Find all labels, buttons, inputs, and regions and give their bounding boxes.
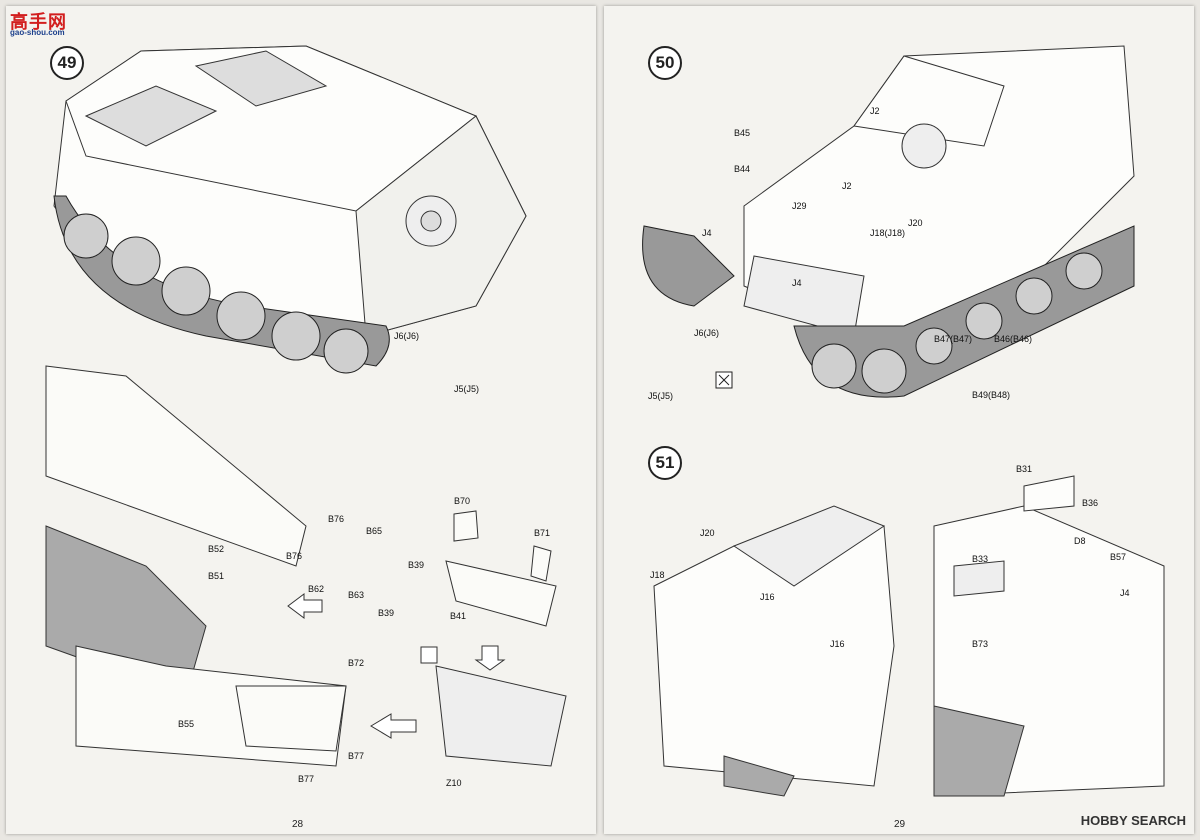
part-label: J18(J18) xyxy=(870,228,906,238)
part-label: B65 xyxy=(366,526,383,536)
part-label: B51 xyxy=(208,571,225,581)
step-49-number: 49 xyxy=(50,46,84,80)
part-label: B72 xyxy=(348,658,365,668)
step49-drawing xyxy=(45,45,567,767)
step-50-number: 50 xyxy=(648,46,682,80)
part-label: B71 xyxy=(534,528,551,538)
part-label: B52 xyxy=(208,544,225,554)
part-label: B46(B46) xyxy=(994,334,1033,344)
part-label: B36 xyxy=(1082,498,1099,508)
part-label: B49(B48) xyxy=(972,390,1011,400)
watermark-logo: 高手网 gao-shou.com xyxy=(6,6,126,40)
watermark-site-url: gao-shou.com xyxy=(10,28,65,37)
part-label: B45 xyxy=(734,128,751,138)
part-label: B47(B47) xyxy=(934,334,973,344)
part-label: J20 xyxy=(700,528,715,538)
part-label: J16 xyxy=(830,639,845,649)
part-label: B77 xyxy=(298,774,315,784)
part-label: B57 xyxy=(1110,552,1127,562)
part-label: B76 xyxy=(328,514,345,524)
instruction-page-left: 高手网 gao-shou.com xyxy=(6,6,596,834)
hobby-search-watermark: HOBBY SEARCH xyxy=(1080,813,1186,828)
part-label: B73 xyxy=(972,639,989,649)
part-label: B70 xyxy=(454,496,471,506)
part-label: Z10 xyxy=(446,778,462,788)
part-label: J16 xyxy=(760,592,775,602)
part-label: J4 xyxy=(702,228,712,238)
part-label: J6(J6) xyxy=(694,328,720,338)
part-label: J6(J6) xyxy=(394,331,420,341)
part-label: B55 xyxy=(178,719,195,729)
part-label: B77 xyxy=(348,751,365,761)
part-label: B62 xyxy=(308,584,325,594)
step50-51-drawing xyxy=(642,45,1165,797)
part-label: B39 xyxy=(408,560,425,570)
part-label: B39 xyxy=(378,608,395,618)
part-label: J4 xyxy=(1120,588,1130,598)
part-label: B76 xyxy=(286,551,303,561)
part-label: B44 xyxy=(734,164,751,174)
part-label: B31 xyxy=(1016,464,1033,474)
step-51-number: 51 xyxy=(648,446,682,480)
part-label: J2 xyxy=(870,106,880,116)
part-label: B33 xyxy=(972,554,989,564)
page-number: 28 xyxy=(292,819,304,830)
part-label: J4 xyxy=(792,278,802,288)
part-label: J20 xyxy=(908,218,923,228)
part-label: J29 xyxy=(792,201,807,211)
part-label: B63 xyxy=(348,590,365,600)
instruction-page-right: 50 51 J2 B45 B44 J2 J29 J18(J18) J20 J4 … xyxy=(604,6,1194,834)
part-label: J18 xyxy=(650,570,665,580)
watermark-site-name: 高手网 xyxy=(10,12,67,33)
part-label: J5(J5) xyxy=(454,384,480,394)
part-label: J5(J5) xyxy=(648,391,674,401)
part-label: B41 xyxy=(450,611,467,621)
part-label: J2 xyxy=(842,181,852,191)
part-label: D8 xyxy=(1074,536,1086,546)
page-number: 29 xyxy=(894,819,906,830)
